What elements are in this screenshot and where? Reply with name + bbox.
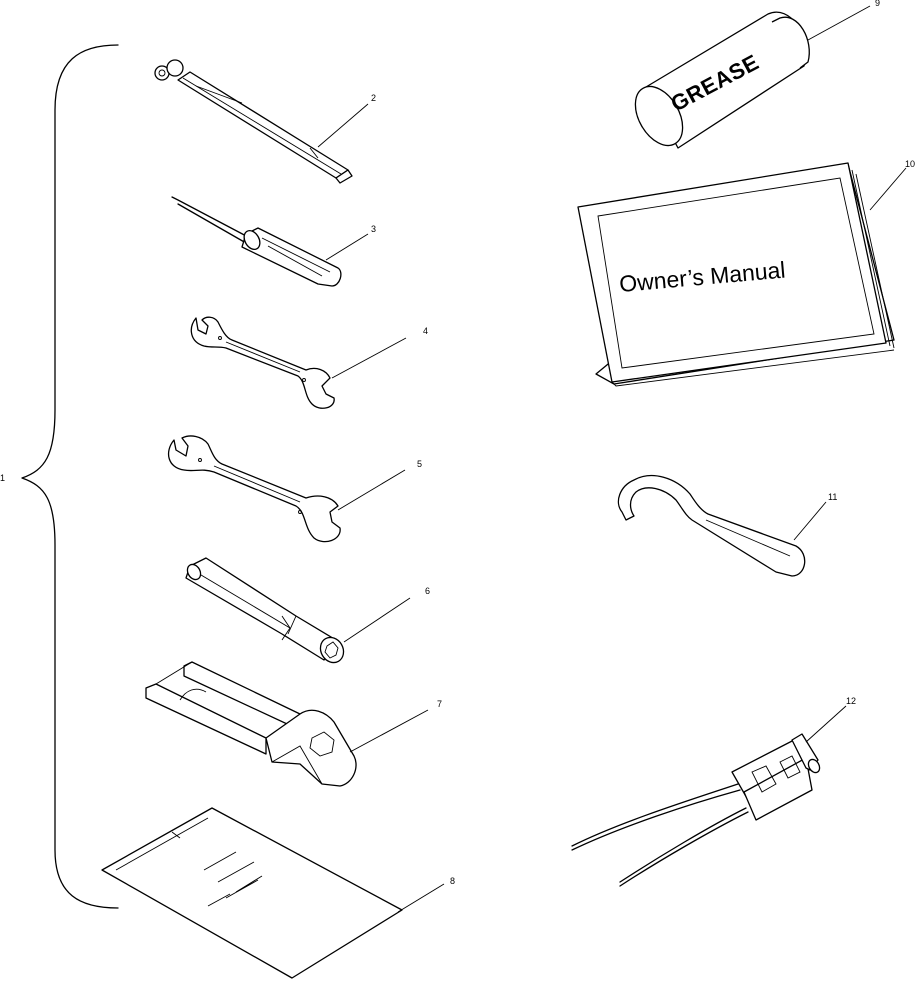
leader-8 [397, 883, 445, 913]
callout-3: 3 [371, 224, 376, 234]
callout-5: 5 [417, 459, 422, 469]
callout-4: 4 [423, 326, 428, 336]
callout-9: 9 [875, 0, 880, 8]
leader-6 [343, 597, 411, 643]
screwdriver [171, 196, 342, 287]
spanner-wrench [617, 474, 806, 577]
leader-10 [869, 167, 907, 211]
small-wrench [190, 316, 335, 409]
callout-12: 12 [846, 696, 856, 706]
callout-6: 6 [425, 586, 430, 596]
leader-5 [337, 469, 406, 511]
spark-plug-socket [185, 557, 345, 664]
leader-9 [807, 5, 871, 41]
owners-manual: Owner’s Manual [577, 162, 895, 387]
tool-bag [101, 807, 403, 979]
large-wrench [167, 435, 341, 543]
callout-7: 7 [437, 699, 442, 709]
callout-2: 2 [371, 93, 376, 103]
group-brace [21, 44, 119, 909]
leader-2 [317, 103, 369, 148]
leader-7 [349, 709, 429, 753]
callout-1: 1 [0, 473, 5, 483]
callout-8: 8 [450, 876, 455, 886]
leader-3 [325, 233, 369, 261]
leader-12 [805, 705, 847, 743]
pressure-gauge [154, 59, 353, 184]
tether-cord [571, 733, 821, 887]
callout-11: 11 [828, 492, 837, 502]
combination-tool [145, 661, 357, 787]
leader-4 [331, 337, 407, 379]
grease-tube: GREASE [634, 11, 810, 149]
leader-11 [793, 501, 827, 541]
callout-10: 10 [905, 159, 915, 169]
